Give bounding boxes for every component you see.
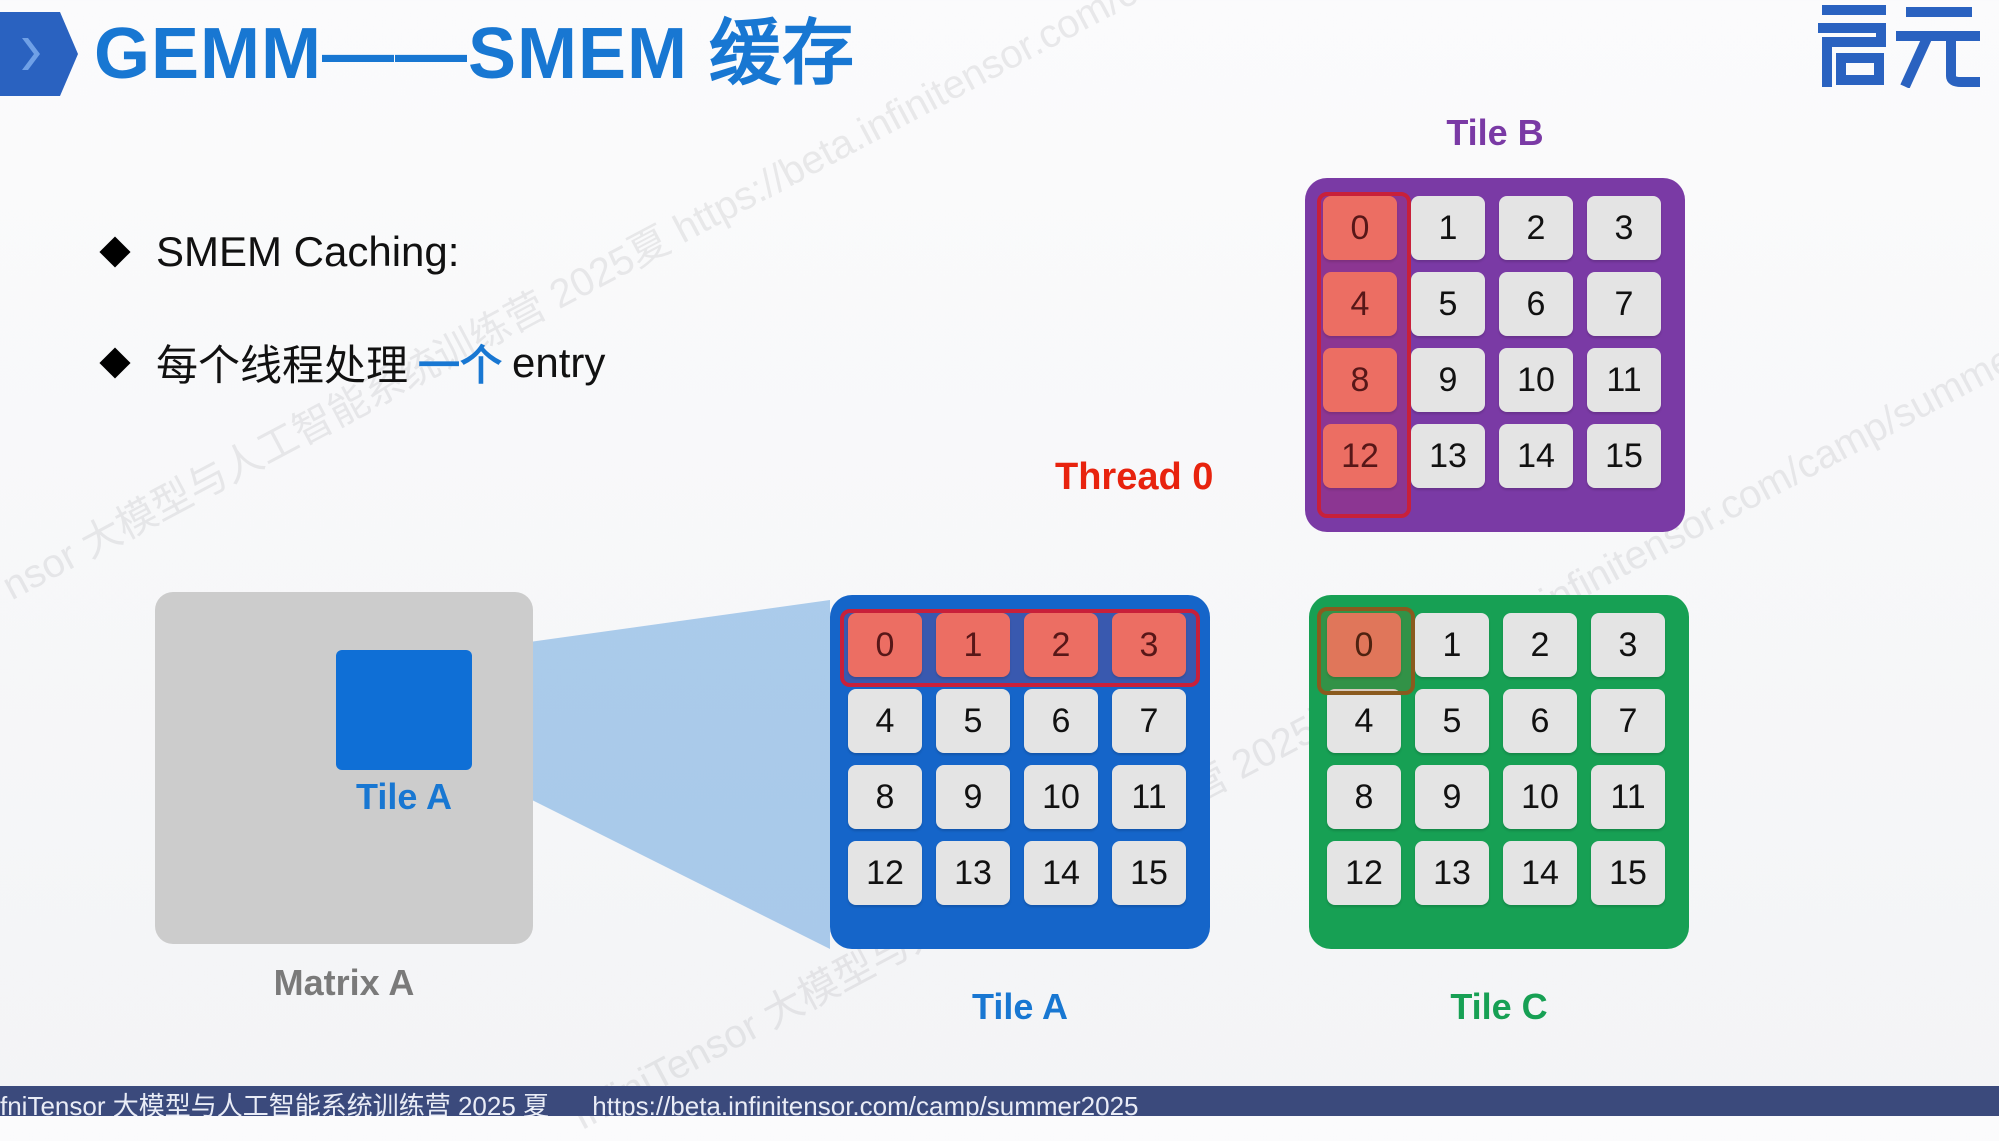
tile-a-cell: 14 xyxy=(1024,841,1098,905)
logo-icon xyxy=(1818,5,1980,88)
footer-bar: fniTensor 大模型与人工智能系统训练营 2025 夏 https://b… xyxy=(0,1086,1999,1116)
tile-c-cell: 12 xyxy=(1327,841,1401,905)
tile-a-cell: 8 xyxy=(848,765,922,829)
tile-c-cell: 2 xyxy=(1503,613,1577,677)
tile-a-cell: 11 xyxy=(1112,765,1186,829)
tile-b-column-highlight xyxy=(1317,192,1411,518)
tile-a-row-highlight xyxy=(840,609,1200,687)
tile-b-label: Tile B xyxy=(1446,112,1544,153)
tile-a-cell: 4 xyxy=(848,689,922,753)
tile-c-cell: 5 xyxy=(1415,689,1489,753)
tile-a-cell: 5 xyxy=(936,689,1010,753)
tile-c-cell: 1 xyxy=(1415,613,1489,677)
tile-a-cell: 7 xyxy=(1112,689,1186,753)
tile-c-cell: 14 xyxy=(1503,841,1577,905)
tile-b-cell: 2 xyxy=(1499,196,1573,260)
tile-a-cell: 10 xyxy=(1024,765,1098,829)
tile-a-label: Tile A xyxy=(971,986,1069,1027)
tile-c-cell: 6 xyxy=(1503,689,1577,753)
bullet-suffix: entry xyxy=(512,338,606,386)
tile-b-cell: 6 xyxy=(1499,272,1573,336)
tile-c-cell: 3 xyxy=(1591,613,1665,677)
matrix-a-tile xyxy=(336,650,472,770)
bullet-smem-caching: SMEM Caching: xyxy=(96,228,459,276)
tile-b-cell: 9 xyxy=(1411,348,1485,412)
tile-a-cell: 3 xyxy=(1112,613,1186,677)
bullet-one-entry: 每个线程处理 一个 entry xyxy=(96,332,605,393)
tile-b-cell: 3 xyxy=(1587,196,1661,260)
footer-course-name: fniTensor 大模型与人工智能系统训练营 2025 夏 xyxy=(0,1091,550,1116)
bullet-text: SMEM Caching: xyxy=(156,228,460,275)
tile-a-cell: 9 xyxy=(936,765,1010,829)
tile-b-cell: 12 xyxy=(1323,424,1397,488)
tile-b-cell: 5 xyxy=(1411,272,1485,336)
tile-b-cell: 15 xyxy=(1587,424,1661,488)
tile-c-cell: 13 xyxy=(1415,841,1489,905)
tile-b-cell: 4 xyxy=(1323,272,1397,336)
matrix-a-label: Matrix A xyxy=(273,962,415,1003)
tile-a-cell: 15 xyxy=(1112,841,1186,905)
tile-a-cell: 12 xyxy=(848,841,922,905)
tile-a-cell: 1 xyxy=(936,613,1010,677)
bullet-highlight: 一个 xyxy=(418,342,503,389)
diamond-bullet-icon xyxy=(99,236,131,268)
tile-c-label: Tile C xyxy=(1450,986,1548,1027)
tile-b-cell: 13 xyxy=(1411,424,1485,488)
tile-b-cell: 0 xyxy=(1323,196,1397,260)
tile-b-cell: 11 xyxy=(1587,348,1661,412)
tile-b-cell: 8 xyxy=(1323,348,1397,412)
tile-b-cell: 7 xyxy=(1587,272,1661,336)
bullet-prefix: 每个线程处理 xyxy=(156,342,409,389)
title-arrow-icon xyxy=(0,12,78,96)
tile-c-cell: 8 xyxy=(1327,765,1401,829)
tile-c-cell-highlight xyxy=(1317,607,1415,695)
diamond-bullet-icon xyxy=(99,346,131,379)
tile-c-cell: 4 xyxy=(1327,689,1401,753)
tile-c-cell: 9 xyxy=(1415,765,1489,829)
matrix-a-tile-label: Tile A xyxy=(355,776,453,817)
tile-c-cell: 11 xyxy=(1591,765,1665,829)
tile-c-cell: 10 xyxy=(1503,765,1577,829)
thread-label: Thread 0 xyxy=(1055,456,1214,498)
tile-a-cell: 13 xyxy=(936,841,1010,905)
footer-url: https://beta.infinitensor.com/camp/summe… xyxy=(592,1091,1139,1116)
tile-c-cell: 0 xyxy=(1327,613,1401,677)
tile-c-cell: 7 xyxy=(1591,689,1665,753)
tile-a-cell: 2 xyxy=(1024,613,1098,677)
tile-b-cell: 1 xyxy=(1411,196,1485,260)
tile-b-cell: 10 xyxy=(1499,348,1573,412)
tile-a-cell: 0 xyxy=(848,613,922,677)
tile-a-cell: 6 xyxy=(1024,689,1098,753)
tile-c-cell: 15 xyxy=(1591,841,1665,905)
watermark: InfiniTensor 大模型与人工智能系统训练营 2025夏 https:/… xyxy=(565,288,1999,1139)
tile-b-cell: 14 xyxy=(1499,424,1573,488)
slide-title: GEMM——SMEM 缓存 xyxy=(94,14,855,94)
